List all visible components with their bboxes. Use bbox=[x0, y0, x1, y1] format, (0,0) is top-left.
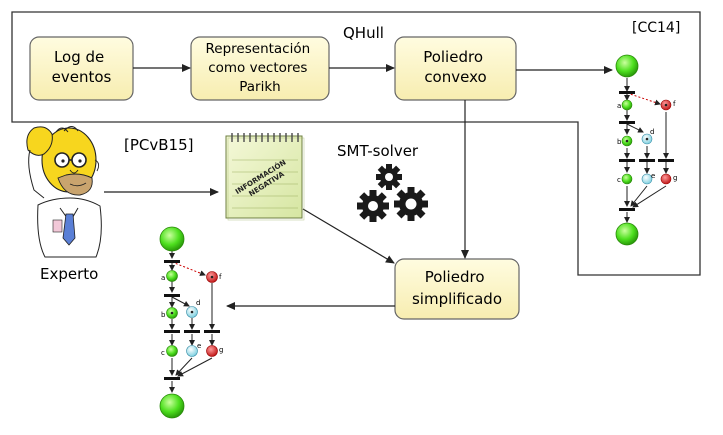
svg-text:Representación como vect: Representación como vectores Parikh bbox=[206, 41, 315, 95]
svg-text:a: a bbox=[617, 102, 621, 110]
parikh-line-2: como vectores bbox=[208, 60, 307, 76]
homer-expert-icon bbox=[26, 126, 102, 258]
svg-text:Log de eventos: Log de eventos bbox=[52, 48, 112, 86]
parikh-box: Representación como vectores Parikh bbox=[190, 36, 330, 101]
log-line-2: eventos bbox=[52, 68, 112, 86]
log-line-1: Log de bbox=[54, 48, 104, 66]
petri-net-cc14: a b c d e f g bbox=[615, 54, 677, 246]
svg-text:Poliedro convexo: Poliedro convexo bbox=[423, 48, 488, 86]
simplificado-line-1: Poliedro bbox=[425, 268, 485, 286]
svg-text:c: c bbox=[617, 176, 621, 184]
svg-text:a: a bbox=[161, 274, 165, 282]
convexo-line-1: Poliedro bbox=[423, 48, 483, 66]
svg-text:g: g bbox=[673, 174, 677, 182]
poliedro-simplificado-box: Poliedro simplificado bbox=[394, 258, 520, 320]
svg-text:e: e bbox=[651, 172, 655, 180]
gears-icon bbox=[357, 164, 428, 222]
svg-text:e: e bbox=[197, 342, 201, 350]
svg-text:d: d bbox=[196, 299, 200, 307]
svg-text:d: d bbox=[650, 128, 654, 136]
poliedro-convexo-box: Poliedro convexo bbox=[394, 36, 517, 101]
qhull-frame bbox=[11, 11, 701, 276]
petri-net-simplified: a b c d e f g bbox=[159, 226, 223, 419]
experto-label: Experto bbox=[40, 265, 98, 283]
cc14-label: [CC14] bbox=[632, 20, 680, 36]
simplificado-line-2: simplificado bbox=[412, 290, 502, 308]
svg-text:c: c bbox=[161, 349, 165, 357]
svg-text:Poliedro simplificado: Poliedro simplificado bbox=[412, 268, 502, 308]
svg-text:f: f bbox=[673, 100, 676, 108]
convexo-line-2: convexo bbox=[424, 68, 486, 86]
parikh-line-1: Representación bbox=[206, 41, 311, 57]
svg-text:f: f bbox=[219, 273, 222, 281]
svg-text:b: b bbox=[161, 311, 166, 319]
svg-text:b: b bbox=[617, 138, 622, 146]
pcvb15-label: [PCvB15] bbox=[124, 136, 193, 154]
smt-solver-label: SMT-solver bbox=[337, 142, 419, 160]
parikh-line-3: Parikh bbox=[239, 79, 280, 95]
qhull-label: QHull bbox=[343, 24, 384, 42]
log-de-eventos-box: Log de eventos bbox=[29, 36, 134, 101]
arrow-notepad-to-simplificado bbox=[302, 208, 395, 264]
svg-text:g: g bbox=[219, 346, 223, 354]
notepad-icon: INFORMACIÓN NEGATIVA bbox=[225, 133, 305, 221]
